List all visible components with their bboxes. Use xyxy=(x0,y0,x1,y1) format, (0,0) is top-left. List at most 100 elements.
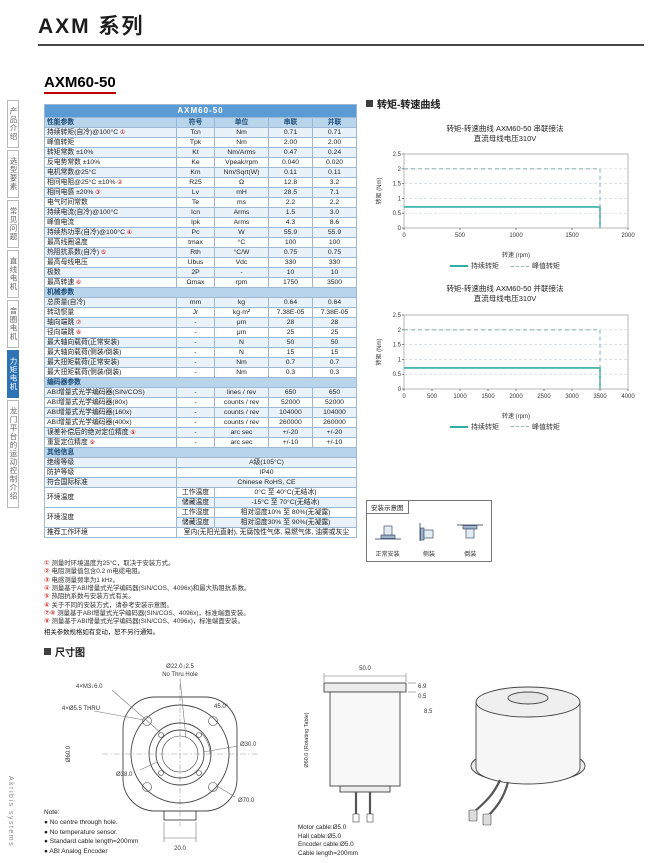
dim-bolt-holes: 4×Ø5.5 THRU xyxy=(62,706,100,712)
note-line: ② 电阻测量值包含0.2 m电缆电阻。 xyxy=(44,568,145,576)
dim-d60: Ø60.0 xyxy=(66,745,72,762)
mounting-caption: 侧装 xyxy=(422,552,435,558)
svg-text:0: 0 xyxy=(402,233,406,239)
chart-subtitle: 直流母线电压310V xyxy=(473,294,537,304)
sidebar-tab[interactable]: 产品介绍 xyxy=(7,100,19,148)
svg-text:1000: 1000 xyxy=(453,394,467,400)
sidebar-tab[interactable]: 直线电机 xyxy=(7,250,19,298)
legend-item: 持续转矩 xyxy=(450,422,499,432)
svg-text:0.5: 0.5 xyxy=(393,211,402,217)
dimensions-heading: 尺寸图 xyxy=(44,644,85,659)
chart-legend: 持续转矩 峰值转矩 xyxy=(366,261,644,271)
svg-text:0.5: 0.5 xyxy=(393,372,402,378)
header-rule xyxy=(38,44,644,46)
dim-note: Note: ● No centre through hole.● No temp… xyxy=(44,808,138,857)
dimensions-heading-label: 尺寸图 xyxy=(55,648,85,659)
dim-d70: Ø70.0 xyxy=(238,798,255,804)
chart-title: 转矩-转速曲线 AXM60-50 并联接法 xyxy=(446,284,564,294)
svg-text:0: 0 xyxy=(398,387,402,393)
svg-text:2.5: 2.5 xyxy=(393,313,402,319)
legend-line-icon xyxy=(450,265,468,268)
chart-legend: 持续转矩 峰值转矩 xyxy=(366,422,644,432)
dim-hole-depth: Ø22.0↓2.5 xyxy=(166,664,194,670)
note-line: ⑤ 热阻抗系数与安装方式有关。 xyxy=(44,593,135,601)
model-title: AXM60-50 xyxy=(44,74,116,94)
dim-m3-holes: 4×M3↓6.0 xyxy=(76,684,103,690)
dim-h05: 0.5 xyxy=(418,694,427,700)
mounting-caption: 倒装 xyxy=(464,552,477,558)
curves-heading: 转矩-转速曲线 xyxy=(366,96,644,111)
svg-text:转矩 (Nm): 转矩 (Nm) xyxy=(375,338,383,365)
section-marker-icon xyxy=(44,648,51,655)
note-line: ① 测量时环境温度为25°C，取决于安装方式。 xyxy=(44,560,175,567)
svg-text:转速 (rpm): 转速 (rpm) xyxy=(502,251,530,259)
sidebar-tab[interactable]: 力矩电机 xyxy=(7,350,19,398)
mount-side-icon xyxy=(414,523,444,547)
curves-heading-label: 转矩-转速曲线 xyxy=(377,100,441,111)
svg-text:1.5: 1.5 xyxy=(393,342,402,348)
sidebar-tabs: 产品介绍选型要素常见问题直线电机音圈电机力矩电机龙门平台的运动控制介绍 xyxy=(4,100,22,510)
svg-text:0: 0 xyxy=(402,394,406,400)
dim-h85: 8.5 xyxy=(424,709,433,715)
brand-vertical: Akribis systems xyxy=(7,775,14,847)
section-marker-icon xyxy=(366,100,373,107)
table-row: 机械参数 xyxy=(44,287,357,298)
mount-normal-icon xyxy=(373,525,403,547)
svg-text:转矩 (Nm): 转矩 (Nm) xyxy=(375,178,383,205)
table-row: 其他信息 xyxy=(44,447,357,458)
sidebar: 产品介绍选型要素常见问题直线电机音圈电机力矩电机龙门平台的运动控制介绍 Akri… xyxy=(0,0,26,863)
svg-text:4000: 4000 xyxy=(621,394,635,400)
sidebar-tab[interactable]: 常见问题 xyxy=(7,200,19,248)
mounting-caption: 正常安装 xyxy=(375,552,400,558)
dim-note-item: ● Standard cable length=200mm xyxy=(44,838,139,846)
legend-item: 持续转矩 xyxy=(450,261,499,271)
note-line: ⑨ 测量基于ABI增量式光学编码器(SIN/COS、4096x)，标准端面安装。 xyxy=(44,618,244,626)
isometric-view-drawing xyxy=(468,686,586,826)
mounting-item: 正常安装 xyxy=(373,521,403,558)
sidebar-tab[interactable]: 龙门平台的运动控制介绍 xyxy=(7,400,19,508)
table-row: 环境湿度工作湿度相对湿度10% 至 80%(无凝露) xyxy=(44,507,357,528)
mounting-item: 倒装 xyxy=(455,521,485,558)
mounting-title: 安装示意图 xyxy=(366,500,409,514)
cable-label: Encoder cable:Ø5.0 xyxy=(298,841,354,848)
mounting-items: 正常安装 侧装 倒装 xyxy=(367,521,491,558)
sidebar-tab[interactable]: 选型要素 xyxy=(7,150,19,198)
table-row: 误差补偿后的绝对定位精度 ⑨-arc sec+/-20+/-20 xyxy=(44,427,357,438)
dim-w20: 20.0 xyxy=(174,846,186,852)
svg-text:500: 500 xyxy=(427,394,438,400)
note-line: ⑥ 关于不同的安装方式，请参考安装示意图。 xyxy=(44,601,173,609)
dim-no-thru-hole: No Thru Hole xyxy=(162,672,198,678)
sidebar-tab[interactable]: 音圈电机 xyxy=(7,300,19,348)
legend-line-icon xyxy=(511,265,529,267)
svg-text:1000: 1000 xyxy=(509,233,523,239)
svg-text:2: 2 xyxy=(398,327,402,333)
table-row: 编码器参数 xyxy=(44,377,357,388)
chart-subtitle: 直流母线电压310V xyxy=(473,134,537,144)
mount-inverted-icon xyxy=(455,524,485,547)
dim-note-items: ● No centre through hole.● No temperatur… xyxy=(44,818,138,857)
dim-d30: Ø30.0 xyxy=(240,742,257,748)
table-row: 性能参数符号单位串联并联 xyxy=(44,117,357,128)
table-row: 推荐工作环境室内(无阳光直射), 无腐蚀性气体, 易燃气体, 油雾或灰尘 xyxy=(44,527,357,538)
dim-note-item: ● No temperature sensor. xyxy=(44,828,118,836)
legend-label: 峰值转矩 xyxy=(532,263,560,271)
legend-item: 峰值转矩 xyxy=(511,422,560,432)
legend-line-icon xyxy=(511,426,529,427)
